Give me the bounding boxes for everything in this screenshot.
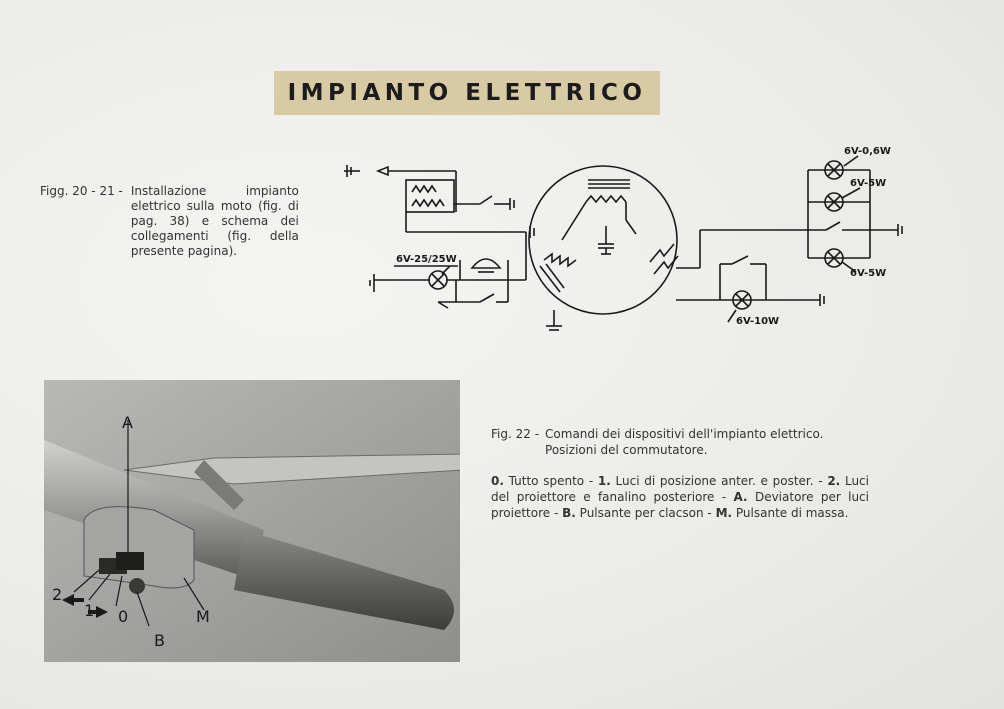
callout-m: M bbox=[196, 607, 210, 626]
legend-value: Luci del proiettore e fanalino posterior… bbox=[491, 474, 869, 504]
lamp-label-mid: 6V-5W bbox=[850, 178, 886, 189]
legend-value: Deviatore per luci proiettore - bbox=[491, 490, 869, 520]
legend-key: M. bbox=[715, 506, 733, 520]
handlebar-photo: A B M 2 1 0 bbox=[44, 380, 460, 662]
legend-key: 1. bbox=[597, 474, 611, 488]
legend-value: Tutto spento - bbox=[508, 474, 594, 488]
page-title: IMPIANTO ELETTRICO bbox=[287, 80, 647, 106]
figure-22-legend: 0. Tutto spento - 1. Luci di posizione a… bbox=[491, 473, 869, 521]
figure-20-21-text: Installazione impianto elettrico sulla m… bbox=[130, 184, 299, 258]
callout-b: B bbox=[154, 631, 165, 650]
wiring-schematic: 6V-0,6W 6V-5W 6V-5W 6V-25/25W 6V-10W bbox=[344, 146, 903, 331]
callout-pos-0: 0 bbox=[118, 607, 128, 626]
legend-key: A. bbox=[733, 490, 748, 504]
title-plate: IMPIANTO ELETTRICO bbox=[274, 71, 660, 115]
lamp-label-top: 6V-0,6W bbox=[844, 146, 891, 157]
lamp-label-left: 6V-25/25W bbox=[396, 254, 457, 265]
legend-key: B. bbox=[562, 506, 576, 520]
callout-a: A bbox=[122, 413, 133, 432]
figure-22-title: Fig. 22 - Comandi dei dispositivi dell'i… bbox=[491, 426, 869, 458]
lamp-label-stop: 6V-10W bbox=[736, 316, 779, 327]
figure-20-21-label: Figg. 20 - 21 - bbox=[40, 184, 123, 198]
callout-pos-1: 1 bbox=[84, 601, 94, 620]
lamp-label-bottom: 6V-5W bbox=[850, 268, 886, 279]
callout-pos-2: 2 bbox=[52, 585, 62, 604]
figure-22-caption: Fig. 22 - Comandi dei dispositivi dell'i… bbox=[491, 426, 869, 521]
figure-22-label: Fig. 22 - bbox=[491, 427, 540, 441]
figure-20-21-caption: Figg. 20 - 21 - Installazione impianto e… bbox=[40, 184, 320, 259]
figure-22-text: Comandi dei dispositivi dell'impianto el… bbox=[545, 427, 824, 457]
legend-key: 0. bbox=[491, 474, 504, 488]
legend-value: Pulsante per clacson - bbox=[579, 506, 712, 520]
handlebar-illustration: A B M 2 1 0 bbox=[44, 380, 460, 662]
legend-value: Pulsante di massa. bbox=[735, 506, 849, 520]
legend-value: Luci di posizione anter. e poster. - bbox=[615, 474, 823, 488]
legend-key: 2. bbox=[827, 474, 841, 488]
